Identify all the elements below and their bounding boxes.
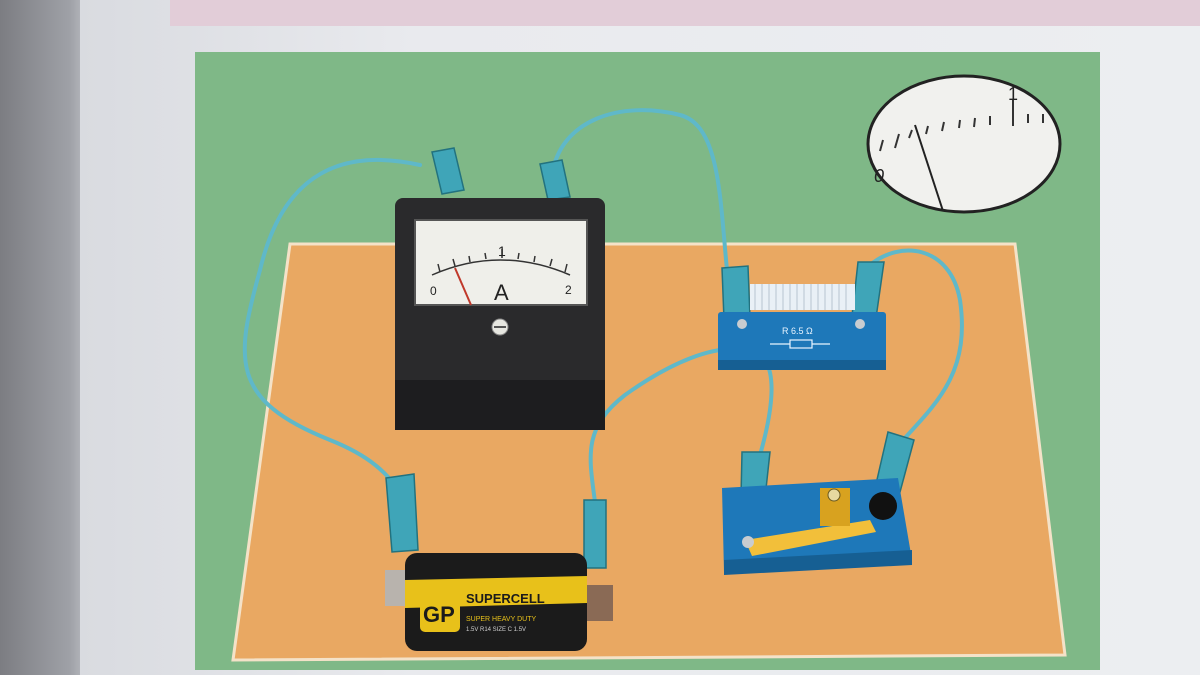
- resistor: R 6.5 Ω: [718, 284, 886, 370]
- ammeter-label-one: 1: [498, 243, 506, 259]
- wire-ammeter-left: [242, 157, 422, 497]
- resistor-label: R 6.5 Ω: [782, 326, 813, 336]
- ammeter-needle: [454, 267, 472, 306]
- battery-line2: SUPER HEAVY DUTY: [466, 616, 536, 623]
- ammeter-unit: A: [494, 280, 509, 305]
- pink-header-strip: [170, 0, 1200, 26]
- clip-battery-left: [385, 473, 419, 553]
- battery: GP SUPERCELL SUPER HEAVY DUTY 1.5V R14 S…: [385, 553, 613, 651]
- battery-line3: 1.5V R14 SIZE C 1.5V: [466, 627, 526, 633]
- inset-label-one: 1: [1008, 84, 1018, 104]
- inset-needle: [914, 124, 944, 212]
- ammeter-label-zero: 0: [430, 284, 437, 298]
- ammeter-label-two: 2: [565, 283, 572, 297]
- battery-brand: GP: [423, 602, 455, 627]
- clip-battery-right: [583, 499, 607, 569]
- wire-battery-resistor: [588, 347, 774, 512]
- battery-line1: SUPERCELL: [466, 591, 545, 606]
- clip-resistor-left: [721, 265, 751, 321]
- clip-ammeter-right: [539, 159, 571, 201]
- inset-scale: 0 1: [866, 74, 1062, 214]
- switch-knob: [869, 492, 897, 520]
- wire-ammeter-right: [550, 108, 729, 272]
- ammeter: 0 1 2 A: [395, 198, 605, 430]
- switch: [722, 478, 912, 575]
- clip-ammeter-left: [431, 147, 465, 195]
- wire-resistor-switch: [868, 248, 964, 442]
- inset-label-zero: 0: [874, 166, 884, 186]
- switch-lever: [745, 520, 876, 556]
- ammeter-dial-face: [414, 219, 588, 306]
